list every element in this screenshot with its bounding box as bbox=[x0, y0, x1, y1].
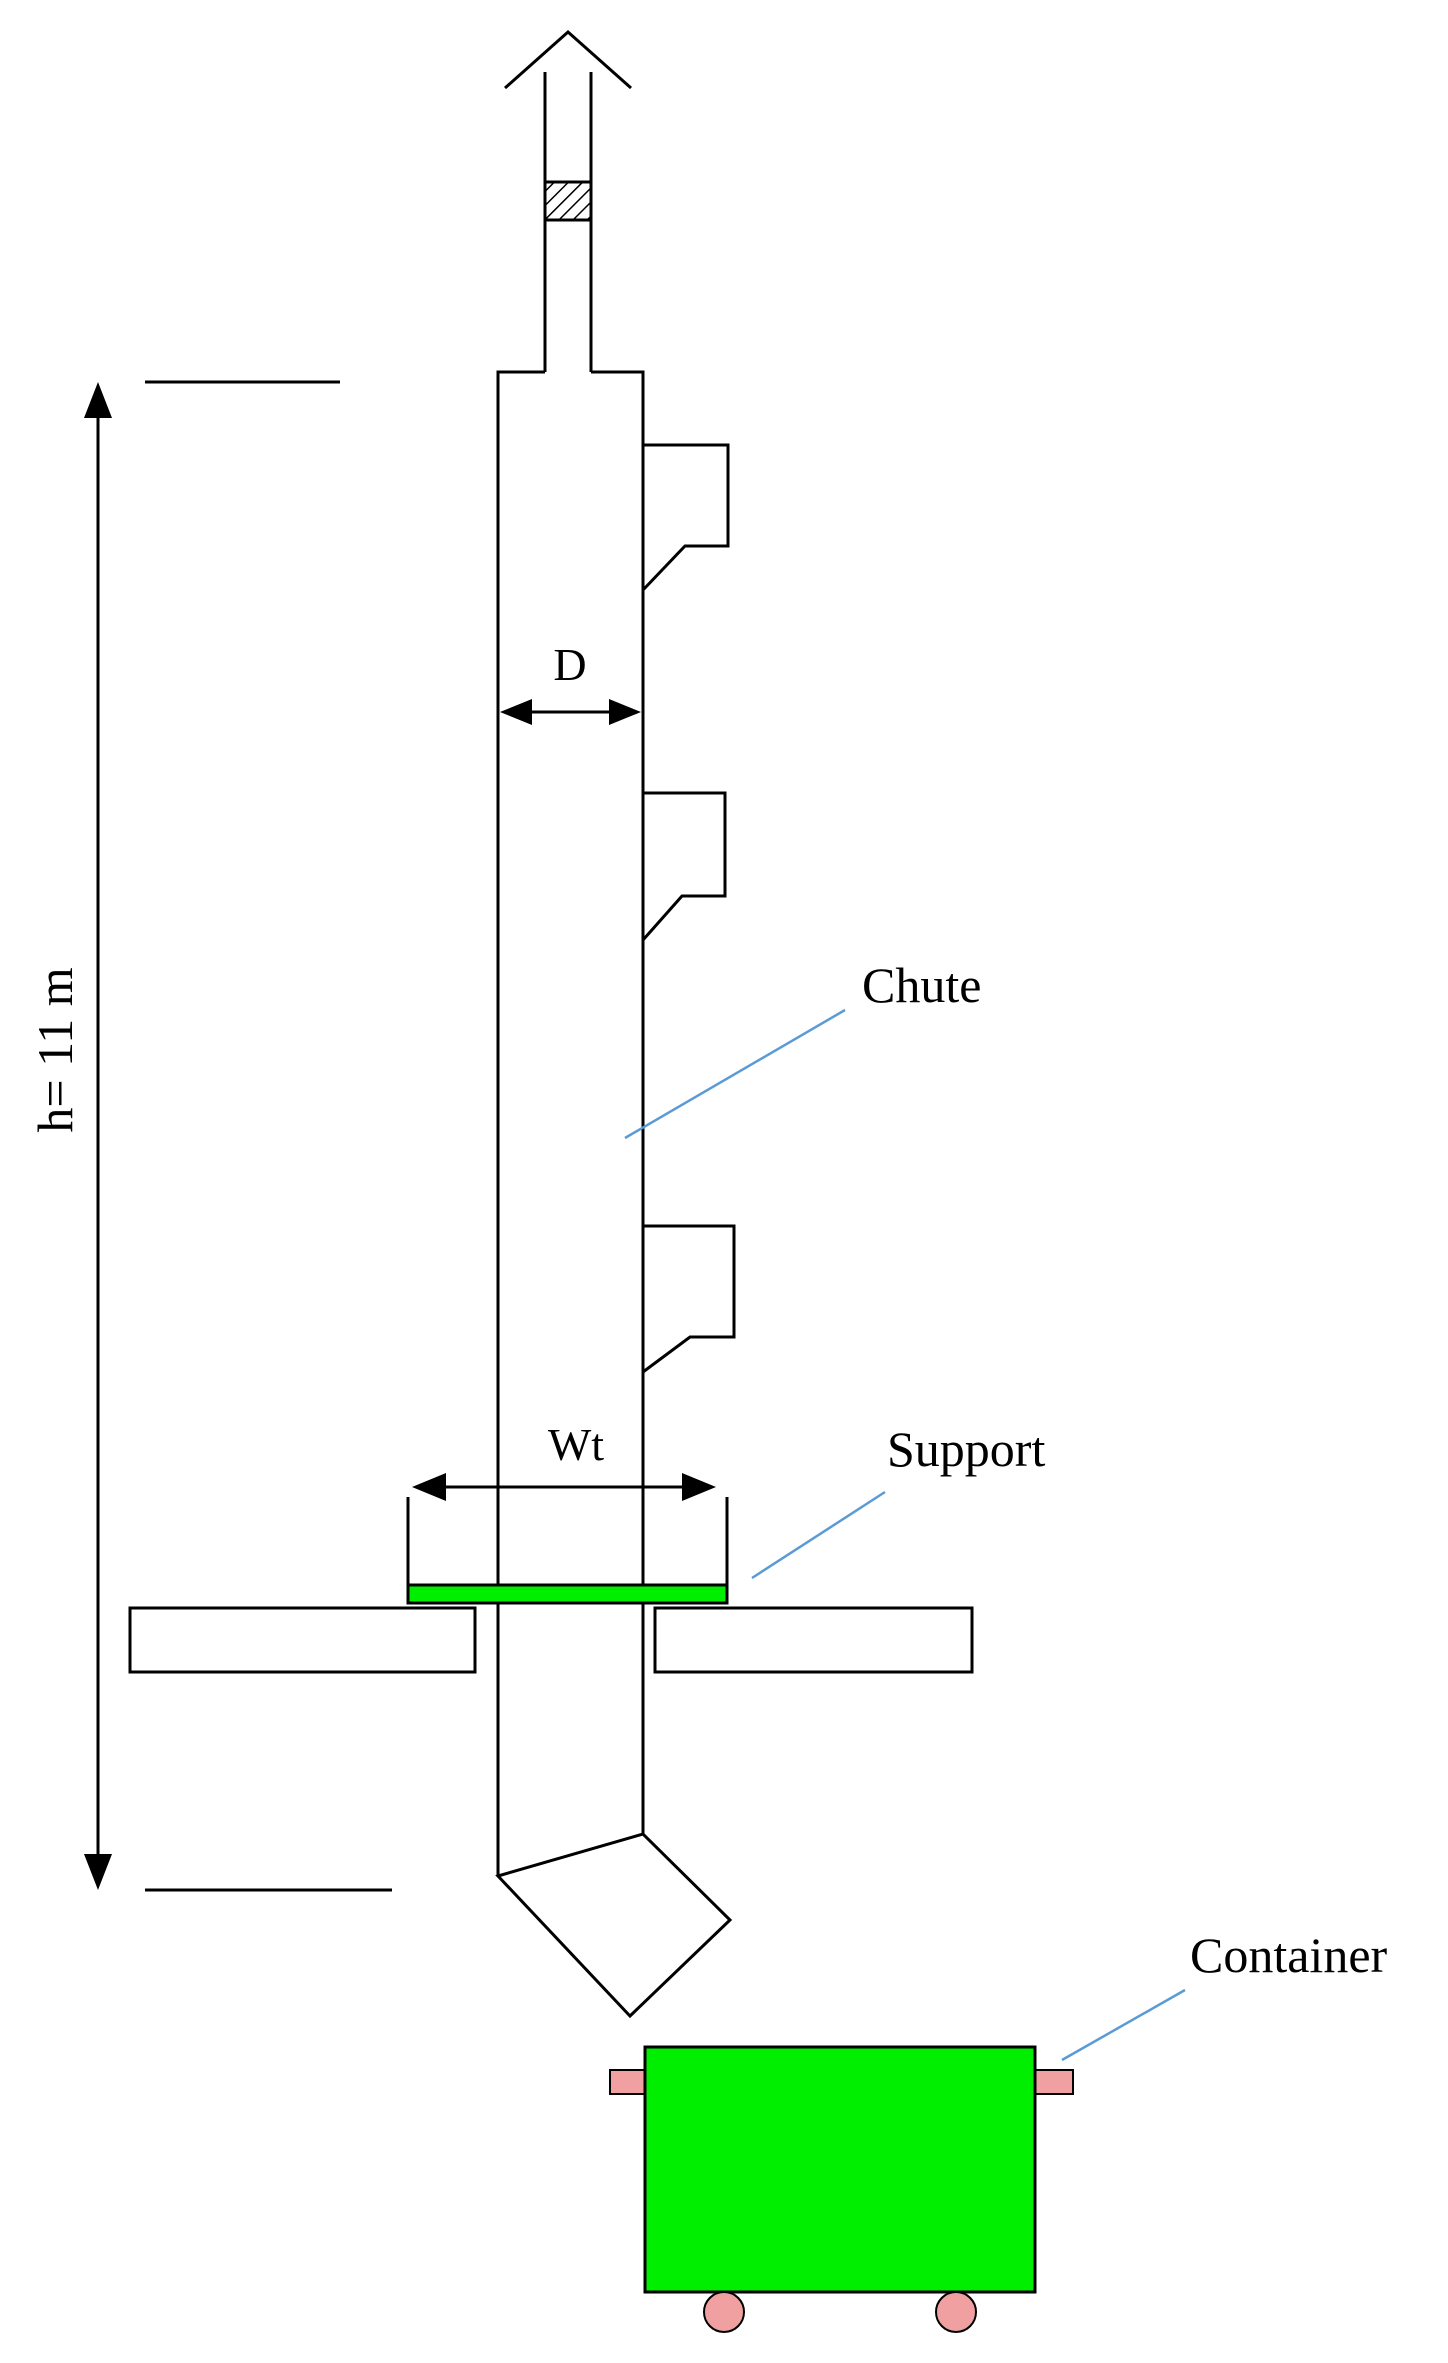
floor-slab-right bbox=[653, 1606, 974, 1674]
container-handle-right bbox=[1034, 2069, 1074, 2095]
container-leader-line bbox=[1061, 1988, 1186, 2062]
side-bracket-1 bbox=[641, 443, 730, 592]
width-arrow-right bbox=[682, 1473, 716, 1501]
chute-leader-line bbox=[624, 1008, 846, 1140]
floor-slab-left bbox=[128, 1606, 477, 1674]
side-bracket-2 bbox=[641, 791, 727, 941]
height-arrow-bottom bbox=[84, 1854, 112, 1890]
chute-label: Chute bbox=[862, 957, 981, 1013]
support-label: Support bbox=[887, 1421, 1045, 1477]
chute-outlet bbox=[495, 1832, 733, 2019]
height-label: h= 11 m bbox=[27, 967, 83, 1132]
width-label: Wt bbox=[548, 1419, 604, 1470]
side-bracket-3 bbox=[642, 1224, 736, 1374]
diameter-arrow-right bbox=[609, 699, 641, 725]
height-arrow-top bbox=[84, 382, 112, 418]
support-leader-line bbox=[751, 1490, 886, 1580]
hatched-block bbox=[543, 180, 593, 222]
chute-outline-top bbox=[496, 370, 545, 1876]
chute-outline-top-right bbox=[591, 370, 645, 1834]
container-label: Container bbox=[1190, 1927, 1388, 1983]
width-arrow-left bbox=[412, 1473, 446, 1501]
support-plate bbox=[406, 1583, 729, 1605]
top-arrow-head bbox=[504, 29, 632, 90]
container-body bbox=[643, 2045, 1037, 2294]
container-handle-left bbox=[609, 2069, 647, 2095]
container-wheel-right bbox=[935, 2291, 977, 2333]
container-wheel-left bbox=[703, 2291, 745, 2333]
diameter-label: D bbox=[553, 639, 586, 690]
diameter-arrow-left bbox=[500, 699, 532, 725]
